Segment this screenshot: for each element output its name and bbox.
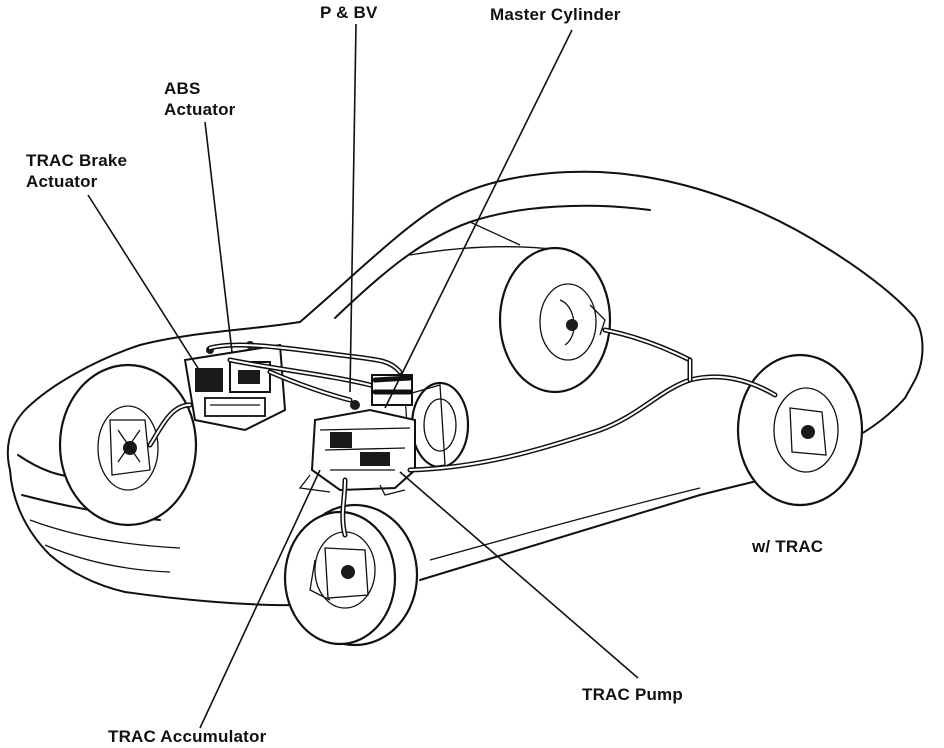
label-trac-brake-actuator: TRAC Brake Actuator bbox=[26, 150, 127, 192]
front-far-wheel bbox=[58, 363, 198, 527]
leader-trac-brake-actuator bbox=[87, 194, 199, 369]
rear-near-wheel bbox=[736, 353, 864, 507]
label-pbv: P & BV bbox=[320, 3, 378, 22]
brake-lines bbox=[147, 327, 778, 538]
label-master-cylinder: Master Cylinder bbox=[490, 5, 621, 24]
leader-trac-pump bbox=[399, 471, 639, 679]
label-abs-actuator-line2: Actuator bbox=[164, 100, 236, 119]
label-trac-brake-actuator-line2: Actuator bbox=[26, 172, 98, 191]
rear-far-wheel bbox=[498, 246, 612, 394]
label-variant: w/ TRAC bbox=[752, 537, 824, 556]
actuator-cluster bbox=[183, 341, 287, 432]
leader-master-cylinder bbox=[384, 29, 573, 409]
leader-pbv bbox=[349, 23, 357, 393]
car-body-outline bbox=[6, 170, 924, 607]
leader-abs-actuator bbox=[204, 121, 233, 353]
front-near-wheel bbox=[283, 503, 419, 647]
label-trac-pump: TRAC Pump bbox=[582, 685, 683, 704]
label-abs-actuator: ABS Actuator bbox=[164, 78, 236, 120]
trac-unit bbox=[298, 400, 416, 496]
label-trac-brake-actuator-line1: TRAC Brake bbox=[26, 151, 128, 170]
label-trac-accumulator: TRAC Accumulator bbox=[108, 727, 267, 746]
label-abs-actuator-line1: ABS bbox=[164, 79, 201, 98]
leader-trac-accumulator bbox=[199, 469, 321, 729]
leader-lines bbox=[87, 23, 639, 729]
